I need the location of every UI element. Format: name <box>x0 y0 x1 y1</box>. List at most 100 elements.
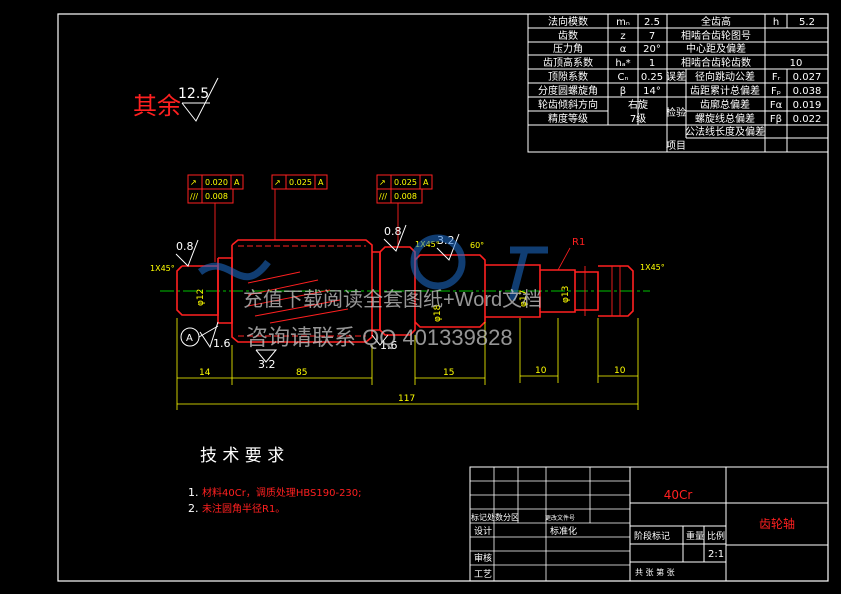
datum-symbol: A <box>180 325 219 347</box>
tol-val-4: 0.008 <box>394 192 417 201</box>
param-sym-2: α <box>620 44 627 55</box>
roughness-mark-1: 0.8 <box>384 225 402 238</box>
param-name-7: 精度等级 <box>548 112 588 125</box>
tol-val-1: 0.008 <box>205 192 228 201</box>
tech-title: 技 术 要 求 <box>200 446 284 466</box>
gear-parameter-table: 法向模数 mₙ 2.5 齿数 z 7 压力角 α 20° 齿顶高系数 hₐ* 1… <box>527 13 829 153</box>
dim-2: 15 <box>443 368 454 378</box>
chamfer-1: 1X45° <box>415 240 440 249</box>
check-sym-0: Fᵣ <box>772 72 781 83</box>
param-sym-5: β <box>620 86 626 97</box>
shaft-part: φ12 φ18 φ17 φ13 <box>160 239 650 343</box>
roughness-mark-4: 3.2 <box>258 358 276 371</box>
param-name-4: 顶隙系数 <box>548 70 588 83</box>
chamfer-2: 1X45° <box>640 263 665 272</box>
param-val-1: 7 <box>649 31 655 42</box>
tol-val-3: 0.025 <box>394 178 417 187</box>
param-sym-3: hₐ* <box>615 58 630 69</box>
tech-item-1-num: 2. <box>188 502 199 515</box>
watermark-line-2: 咨询请联系 QQ 401339828 <box>246 325 513 350</box>
param-val-0: 2.5 <box>644 17 660 28</box>
tolerance-frame-4: /∕/ 0.008 <box>376 188 423 204</box>
param-name-5: 分度圆螺旋角 <box>538 84 598 97</box>
tech-item-0-num: 1. <box>188 486 199 499</box>
tol-sym-3: ↗ <box>379 178 386 187</box>
diameter-label-0: φ12 <box>196 289 206 306</box>
diameter-label-1: φ18 <box>433 304 443 322</box>
param-val-3: 1 <box>649 58 655 69</box>
check-val-2: 0.019 <box>793 100 822 111</box>
check-name-0: 径向跳动公差 <box>695 70 755 83</box>
check-name-3: 螺旋线总偏差 <box>695 112 755 125</box>
roughness-mark-5: 1.6 <box>380 339 398 352</box>
tb-part-name: 齿轮轴 <box>759 516 795 531</box>
param-sym-1: z <box>620 31 625 42</box>
tech-item-0: 材料40Cr，调质处理HBS190-230; <box>202 486 362 499</box>
param-name-2: 压力角 <box>553 42 583 55</box>
dim-3: 10 <box>535 366 547 376</box>
roughness-others: 其余 12.5 <box>133 77 219 122</box>
param-name-3: 齿顶高系数 <box>543 56 593 69</box>
full-tooth-height-val: 5.2 <box>799 17 815 28</box>
param-val-7: 7级 <box>630 113 646 125</box>
dim-4: 10 <box>614 366 626 376</box>
check-sym-2: Fα <box>770 100 783 111</box>
tb-col-labels: 标记处数分区 <box>471 512 519 522</box>
tb-stage-mark: 阶段标记 <box>634 530 670 542</box>
tolerance-frames: ↗ 0.020 A /∕/ 0.008 ↗ 0.025 A ↗ 0.025 A <box>187 174 433 262</box>
tb-sheets: 共 张 第 张 <box>635 567 675 577</box>
annotations: 1X45° 1X45° 1X45° R1 60° A <box>150 237 665 347</box>
tb-standardize: 标准化 <box>550 525 577 537</box>
check-val-3: 0.022 <box>793 114 822 125</box>
param-sym-4: Cₙ <box>618 72 629 83</box>
datum-label: A <box>186 333 193 344</box>
roughness-others-value: 12.5 <box>178 86 209 102</box>
tol-ref-0: A <box>234 178 240 187</box>
group-label-b: 检验 <box>666 106 686 119</box>
check-val-1: 0.038 <box>793 86 822 97</box>
center-distance-dev: 中心距及偏差 <box>686 42 746 55</box>
full-tooth-height-label: 全齿高 <box>701 15 731 28</box>
full-tooth-height-sym: h <box>773 17 779 28</box>
tb-scale-label: 比例 <box>707 530 725 542</box>
mating-gear-drawing: 相啮合齿轮图号 <box>681 29 751 42</box>
param-val-5: 14° <box>643 86 661 97</box>
param-name-0: 法向模数 <box>548 15 588 28</box>
tb-scale-value: 2:1 <box>708 549 724 560</box>
param-name-6: 轮齿倾斜方向 <box>538 98 598 111</box>
tol-val-0: 0.020 <box>205 178 228 187</box>
tech-item-1: 未注圆角半径R1。 <box>202 502 285 515</box>
check-name-2: 齿廓总偏差 <box>700 98 750 111</box>
tolerance-frame-3: ↗ 0.025 A <box>376 174 433 190</box>
tolerance-frame-0: ↗ 0.020 A <box>187 174 244 190</box>
watermark: 充值下载阅读全套图纸+Word文档 咨询请联系 QQ 401339828 <box>197 234 548 350</box>
group-label-a: 误差 <box>666 70 686 83</box>
param-sym-0: mₙ <box>616 17 630 28</box>
tol-sym-1: /∕/ <box>190 192 198 201</box>
tol-sym-0: ↗ <box>190 178 197 187</box>
dim-0: 14 <box>199 368 211 378</box>
roughness-mark-0: 0.8 <box>176 240 194 253</box>
title-block-text: 40Cr 齿轮轴 标记处数分区 更改文件号 设计 标准化 阶段标记 重量 比例 … <box>471 488 795 580</box>
watermark-logo <box>197 234 548 301</box>
angle-note: 60° <box>470 241 484 250</box>
roughness-others-label: 其余 <box>133 92 181 120</box>
check-val-0: 0.027 <box>793 72 822 83</box>
dimensions <box>176 318 639 410</box>
tb-change-doc: 更改文件号 <box>545 514 575 522</box>
param-val-6: 右旋 <box>628 98 648 111</box>
dim-1: 85 <box>296 368 307 378</box>
check-sym-3: Fβ <box>770 114 782 125</box>
diameter-label-2: φ17 <box>519 290 529 307</box>
chamfer-0: 1X45° <box>150 264 175 273</box>
tech-requirements: 技 术 要 求 1. 材料40Cr，调质处理HBS190-230; 2. 未注圆… <box>188 446 362 515</box>
tol-sym-4: /∕/ <box>379 192 387 201</box>
title-block <box>469 466 829 582</box>
group-label-c: 项目 <box>666 140 686 152</box>
tb-process: 工艺 <box>474 569 492 580</box>
tb-weight: 重量 <box>686 530 704 542</box>
param-val-2: 20° <box>643 44 661 55</box>
tol-ref-3: A <box>423 178 429 187</box>
param-name-1: 齿数 <box>558 29 578 42</box>
